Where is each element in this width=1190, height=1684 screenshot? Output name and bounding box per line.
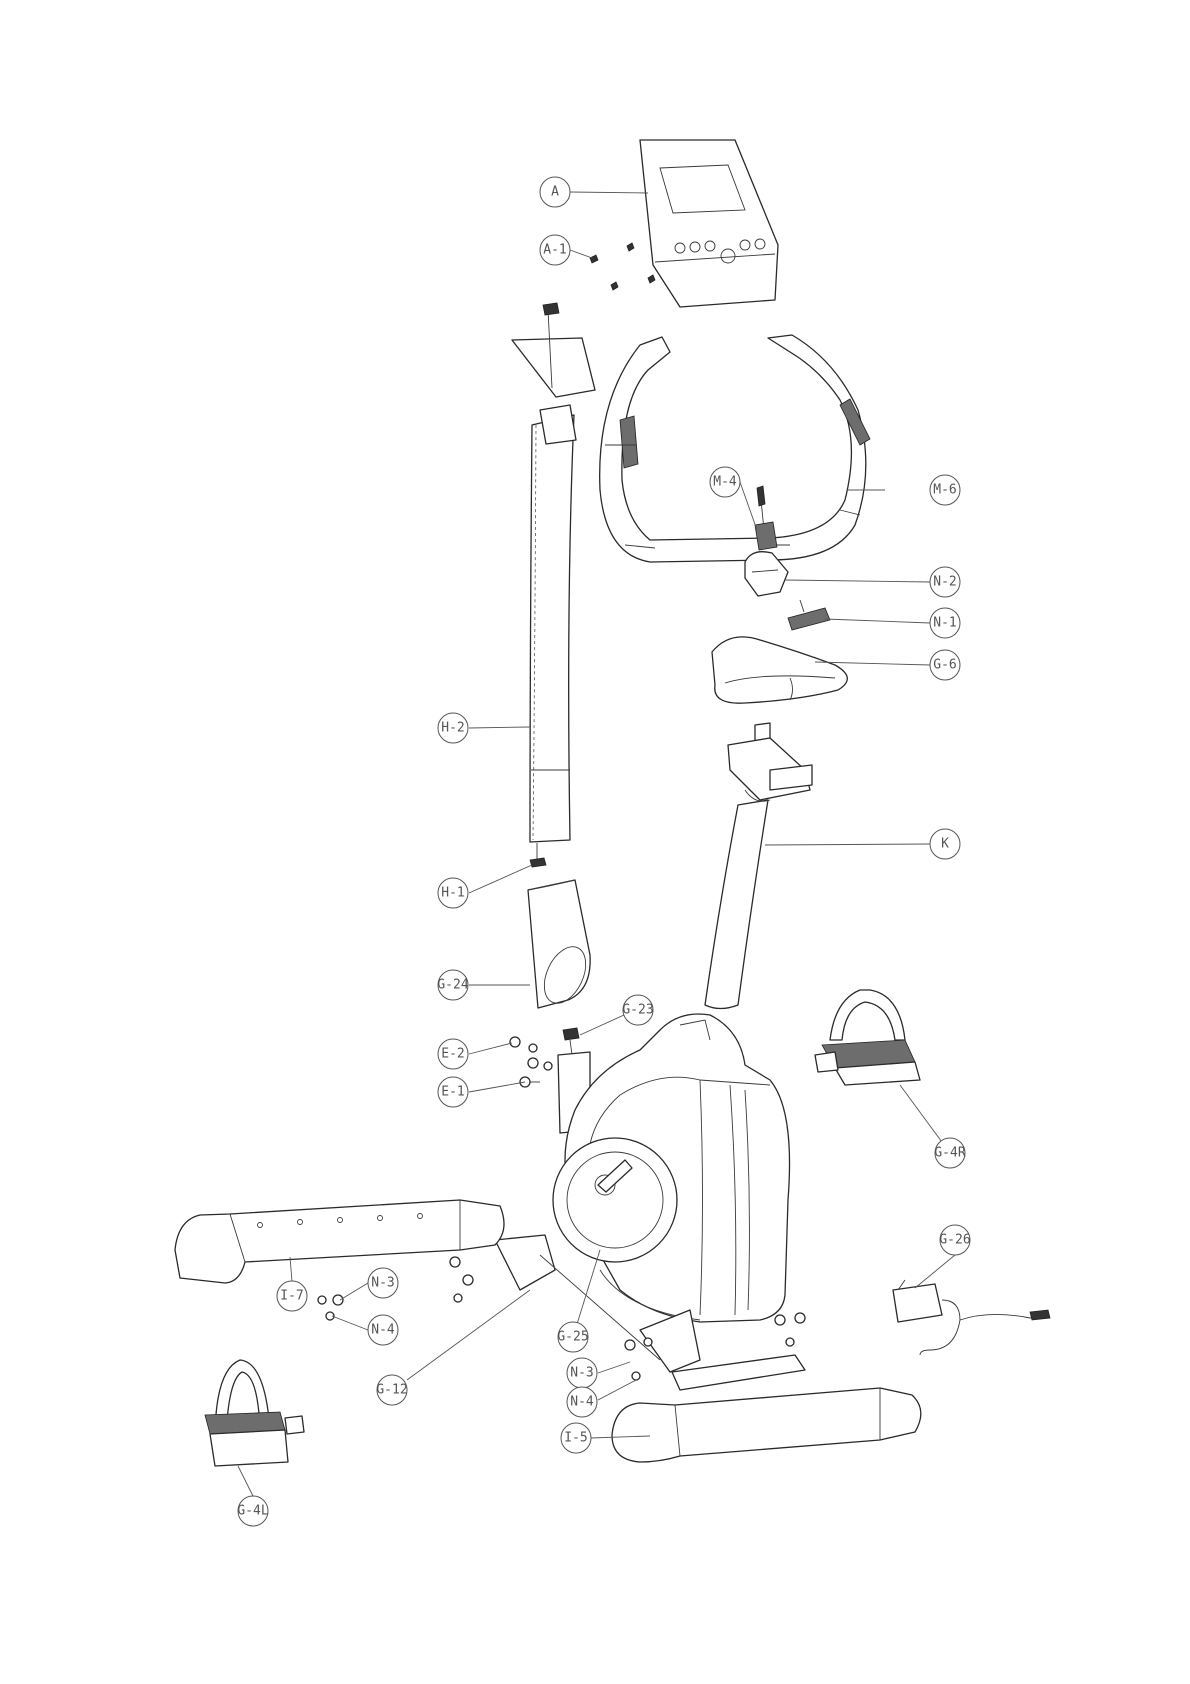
callout-i-7: I-7 — [277, 1281, 307, 1311]
callout-label-n-1: N-1 — [933, 616, 956, 631]
callout-label-n-3-lower: N-3 — [570, 1366, 593, 1381]
callout-label-g-25: G-25 — [557, 1330, 588, 1345]
callout-g-4l: G-4L — [237, 1496, 268, 1526]
callout-label-g-4l: G-4L — [237, 1504, 268, 1519]
callout-n-2: N-2 — [930, 567, 960, 597]
callout-label-g-6: G-6 — [933, 658, 956, 673]
main-frame-part — [495, 1014, 805, 1390]
callout-label-a: A — [551, 185, 559, 200]
front-stabilizer-part — [175, 1200, 504, 1283]
callout-n-4-upper: N-4 — [368, 1315, 398, 1345]
callout-label-g-23: G-23 — [622, 1003, 653, 1018]
callout-label-h-1: H-1 — [441, 886, 464, 901]
callout-label-h-2: H-2 — [441, 721, 464, 736]
callout-label-g-26: G-26 — [939, 1233, 970, 1248]
callout-label-n-4-lower: N-4 — [570, 1395, 594, 1410]
callout-label-n-3-upper: N-3 — [371, 1276, 394, 1291]
callout-label-i-5: I-5 — [564, 1431, 587, 1446]
callout-n-1: N-1 — [930, 608, 960, 638]
callout-a: A — [540, 177, 570, 207]
screw-set-part — [590, 243, 655, 290]
callout-n-3-lower: N-3 — [567, 1358, 597, 1388]
callout-label-g-24: G-24 — [437, 978, 468, 993]
callout-label-a-1: A-1 — [543, 243, 566, 258]
callout-h-2: H-2 — [438, 713, 468, 743]
callout-g-12: G-12 — [376, 1375, 407, 1405]
callout-label-k: K — [941, 837, 949, 852]
callout-e-1: E-1 — [438, 1077, 468, 1107]
right-pedal-part — [815, 990, 920, 1085]
callout-label-i-7: I-7 — [280, 1289, 303, 1304]
leader-lines — [238, 192, 955, 1496]
front-post-part — [512, 303, 595, 842]
callout-i-5: I-5 — [561, 1423, 591, 1453]
callout-n-4-lower: N-4 — [567, 1387, 597, 1417]
callout-g-26: G-26 — [939, 1225, 970, 1255]
callout-g-4r: G-4R — [934, 1138, 965, 1168]
callout-g-6: G-6 — [930, 650, 960, 680]
callout-label-e-2: E-2 — [441, 1047, 464, 1062]
callout-label-m-4: M-4 — [713, 475, 737, 490]
handlebar-part — [600, 335, 870, 562]
callout-label-m-6: M-6 — [933, 483, 956, 498]
callout-h-1: H-1 — [438, 878, 468, 908]
washer-nut-set-part — [510, 1037, 552, 1087]
callout-e-2: E-2 — [438, 1039, 468, 1069]
seat-post-part — [705, 723, 812, 1009]
callout-label-g-12: G-12 — [376, 1383, 407, 1398]
seat-part — [712, 637, 847, 703]
callout-m-4: M-4 — [710, 467, 740, 497]
rear-stabilizer-part — [612, 1388, 921, 1462]
callout-label-g-4r: G-4R — [934, 1146, 965, 1161]
callout-label-e-1: E-1 — [441, 1085, 464, 1100]
left-pedal-part — [205, 1360, 304, 1466]
callout-g-23: G-23 — [622, 995, 653, 1025]
callout-m-6: M-6 — [930, 475, 960, 505]
callout-n-3-upper: N-3 — [368, 1268, 398, 1298]
callout-label-n-4-upper: N-4 — [371, 1323, 395, 1338]
post-connector-part — [530, 843, 546, 867]
callout-g-24: G-24 — [437, 970, 468, 1000]
post-cover-part — [528, 880, 594, 1010]
callout-a-1: A-1 — [540, 235, 570, 265]
pulse-cable-part — [755, 486, 777, 550]
callout-k: K — [930, 829, 960, 859]
adjustment-knob-part — [788, 600, 830, 630]
callout-label-n-2: N-2 — [933, 575, 956, 590]
callout-g-25: G-25 — [557, 1322, 588, 1352]
power-adapter-part — [893, 1280, 1050, 1355]
console-part — [640, 140, 778, 307]
